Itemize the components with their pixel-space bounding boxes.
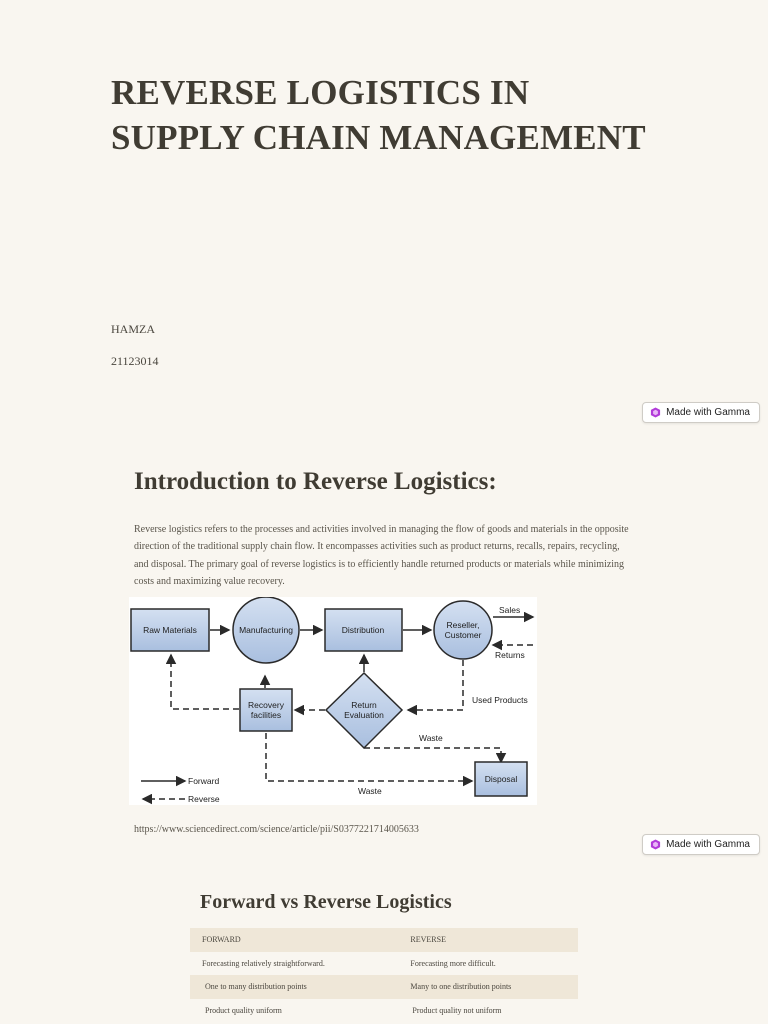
title-line-2: SUPPLY CHAIN MANAGEMENT (111, 118, 646, 157)
label-disposal: Disposal (485, 774, 518, 784)
label-waste-upper: Waste (419, 733, 443, 743)
table-row: Forecasting relatively straightforward. … (190, 952, 578, 976)
student-id: 21123014 (111, 354, 159, 368)
arrow-used-products (406, 660, 464, 716)
label-return: Return (351, 700, 377, 710)
made-with-gamma-label: Made with Gamma (666, 407, 750, 418)
label-manufacturing: Manufacturing (239, 625, 293, 635)
intro-heading: Introduction to Reverse Logistics: (134, 468, 497, 495)
reverse-logistics-diagram: Raw Materials Manufacturing Distribution… (129, 596, 537, 805)
title-slide: REVERSE LOGISTICS IN SUPPLY CHAIN MANAGE… (0, 0, 768, 432)
cell-forward: Forecasting relatively straightforward. (202, 958, 325, 968)
gamma-logo-icon (650, 407, 661, 418)
intro-slide: Introduction to Reverse Logistics: Rever… (0, 432, 768, 864)
comparison-slide: Forward vs Reverse Logistics FORWARD REV… (0, 864, 768, 1024)
gamma-logo-icon (650, 839, 661, 850)
cell-forward: Product quality uniform (205, 1005, 282, 1015)
table-header-row: FORWARD REVERSE (190, 928, 578, 952)
arrow-eval-to-disposal (364, 747, 507, 764)
label-evaluation: Evaluation (344, 710, 384, 720)
node-manufacturing (232, 596, 300, 664)
comparison-heading: Forward vs Reverse Logistics (200, 891, 452, 913)
intro-paragraph: Reverse logistics refers to the processe… (134, 524, 629, 588)
table-row: One to many distribution points Many to … (190, 975, 578, 999)
label-reseller: Reseller, (446, 620, 479, 630)
label-raw-materials: Raw Materials (143, 625, 197, 635)
node-recovery-facilities (239, 688, 293, 732)
label-customer: Customer (445, 630, 482, 640)
node-reseller-customer (433, 600, 493, 660)
label-recovery: Recovery (248, 700, 285, 710)
node-disposal (474, 761, 528, 797)
made-with-gamma-button[interactable]: Made with Gamma (642, 402, 760, 423)
cell-reverse: Many to one distribution points (404, 975, 578, 999)
author-name: HAMZA (111, 322, 155, 336)
label-returns: Returns (495, 650, 525, 660)
comparison-table: FORWARD REVERSE Forecasting relatively s… (190, 928, 578, 1022)
header-reverse: REVERSE (404, 928, 578, 952)
made-with-gamma-button[interactable]: Made with Gamma (642, 834, 760, 855)
cell-reverse: Product quality not uniform (412, 1005, 502, 1015)
presentation-title: REVERSE LOGISTICS IN SUPPLY CHAIN MANAGE… (111, 70, 711, 160)
node-distribution (324, 608, 403, 652)
node-raw-materials (130, 608, 210, 652)
label-used-products: Used Products (472, 695, 528, 705)
table-row: Product quality uniform Product quality … (190, 999, 578, 1023)
header-forward: FORWARD (190, 928, 405, 952)
label-waste-lower: Waste (358, 786, 382, 796)
legend-reverse-label: Reverse (188, 794, 220, 804)
cell-reverse: Forecasting more difficult. (410, 958, 496, 968)
title-line-1: REVERSE LOGISTICS IN (111, 73, 530, 112)
source-link[interactable]: https://www.sciencedirect.com/science/ar… (134, 824, 419, 835)
diagram-svg: Raw Materials Manufacturing Distribution… (130, 596, 535, 805)
arrow-recovery-to-disposal (265, 733, 474, 787)
arrow-recovery-to-raw (165, 653, 239, 710)
legend-forward-label: Forward (188, 776, 219, 786)
made-with-gamma-label: Made with Gamma (666, 839, 750, 850)
label-distribution: Distribution (342, 625, 385, 635)
label-sales: Sales (499, 605, 520, 615)
label-facilities: facilities (251, 710, 281, 720)
node-return-evaluation (324, 671, 404, 750)
cell-forward: One to many distribution points (190, 975, 405, 999)
